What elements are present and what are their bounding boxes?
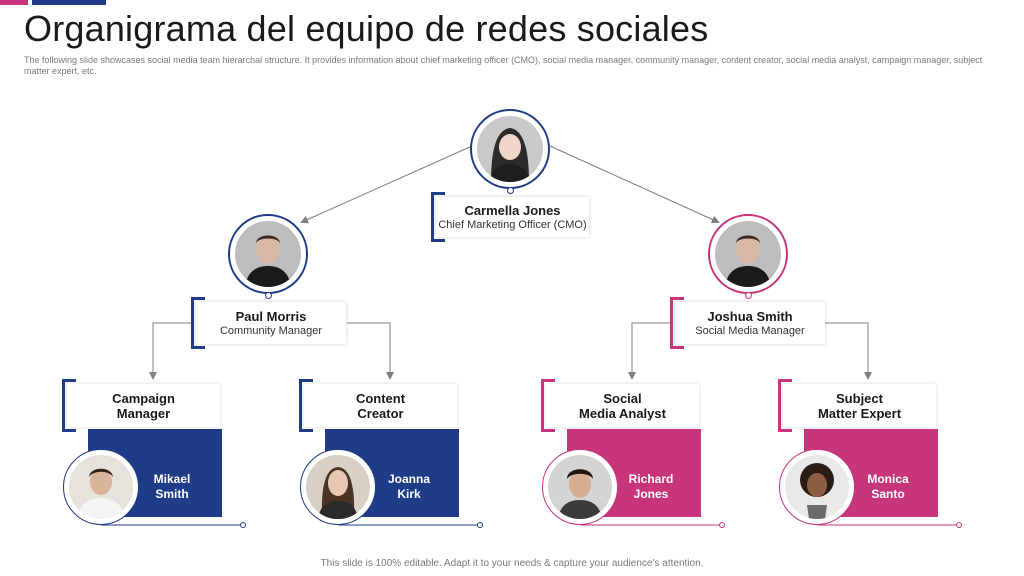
member-role-title: Subject Matter Expert bbox=[783, 384, 936, 427]
community-manager-name-card: Paul Morris Community Manager bbox=[196, 302, 346, 344]
social-manager-role: Social Media Manager bbox=[695, 325, 805, 337]
social-manager-node-dot bbox=[745, 292, 752, 299]
member-role-line1: Social bbox=[603, 390, 642, 406]
social-manager-name: Joshua Smith bbox=[707, 309, 793, 324]
footer-note: This slide is 100% editable. Adapt it to… bbox=[320, 558, 704, 569]
connector-cmo-to-social bbox=[549, 145, 720, 224]
baseline-dot bbox=[477, 522, 483, 528]
social-manager-name-card: Joshua Smith Social Media Manager bbox=[675, 302, 825, 344]
page-subtitle: The following slide showcases social med… bbox=[24, 55, 983, 76]
connector-social-to-expert bbox=[825, 322, 872, 380]
accent-bar-pink bbox=[0, 0, 28, 5]
member-role-line2: Creator bbox=[357, 405, 404, 421]
cmo-name-card: Carmella Jones Chief Marketing Officer (… bbox=[436, 197, 589, 237]
member-role-line1: Content bbox=[355, 390, 406, 406]
member-role-line1: Campaign bbox=[112, 390, 175, 406]
member-name-line1: Monica bbox=[867, 472, 909, 486]
member-role-line2: Media Analyst bbox=[579, 405, 666, 421]
cmo-node-dot bbox=[507, 187, 514, 194]
member-role-title: Campaign Manager bbox=[67, 384, 220, 427]
member-card-social-media-analyst: Social Media Analyst Richard Jones bbox=[541, 379, 703, 519]
member-name: Joanna Kirk bbox=[381, 472, 437, 502]
member-card-bracket bbox=[778, 379, 792, 432]
member-name-line1: Mikael bbox=[153, 472, 191, 486]
accent-bar-blue bbox=[32, 0, 106, 5]
member-avatar bbox=[69, 455, 133, 519]
cmo-bracket bbox=[431, 192, 445, 242]
member-name-line2: Santo bbox=[871, 487, 905, 501]
member-name-line1: Richard bbox=[628, 472, 674, 486]
member-name: Mikael Smith bbox=[144, 472, 200, 502]
community-manager-node-dot bbox=[265, 292, 272, 299]
member-name-line2: Jones bbox=[633, 487, 669, 501]
member-avatar bbox=[548, 455, 612, 519]
social-manager-bracket bbox=[670, 297, 684, 349]
connector-community-to-campaign bbox=[149, 322, 192, 380]
community-manager-bracket bbox=[191, 297, 205, 349]
cmo-avatar bbox=[477, 116, 543, 182]
member-role-title: Content Creator bbox=[304, 384, 457, 427]
member-role-line2: Manager bbox=[116, 405, 171, 421]
connector-cmo-to-community bbox=[300, 145, 473, 224]
member-name: Monica Santo bbox=[860, 472, 916, 502]
member-card-bracket bbox=[299, 379, 313, 432]
member-role-line1: Subject bbox=[836, 390, 883, 406]
baseline-dot bbox=[956, 522, 962, 528]
member-role-title: Social Media Analyst bbox=[546, 384, 699, 427]
cmo-name: Carmella Jones bbox=[464, 203, 561, 218]
cmo-role: Chief Marketing Officer (CMO) bbox=[438, 219, 587, 231]
community-manager-avatar bbox=[235, 221, 301, 287]
member-role-line2: Matter Expert bbox=[817, 405, 902, 421]
baseline-dot bbox=[240, 522, 246, 528]
baseline-dot bbox=[719, 522, 725, 528]
member-name-line1: Joanna bbox=[387, 472, 430, 486]
member-avatar bbox=[785, 455, 849, 519]
connector-social-to-analyst bbox=[628, 322, 670, 380]
member-name-line2: Smith bbox=[155, 487, 189, 501]
member-card-bracket bbox=[541, 379, 555, 432]
page-title: Organigrama del equipo de redes sociales bbox=[24, 8, 709, 49]
member-card-bracket bbox=[62, 379, 76, 432]
community-manager-role: Community Manager bbox=[219, 325, 323, 337]
community-manager-name: Paul Morris bbox=[235, 309, 307, 324]
member-avatar bbox=[306, 455, 370, 519]
member-name: Richard Jones bbox=[623, 472, 679, 502]
social-manager-avatar bbox=[715, 221, 781, 287]
member-name-line2: Kirk bbox=[397, 487, 421, 501]
connector-community-to-content bbox=[347, 322, 394, 380]
